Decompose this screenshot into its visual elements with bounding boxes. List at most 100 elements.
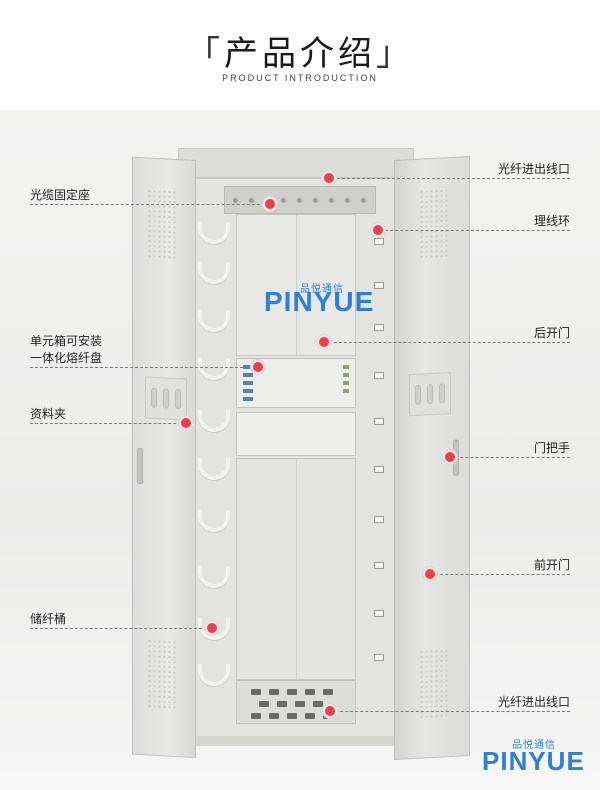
fiber-port xyxy=(243,381,253,385)
fiber-port xyxy=(343,389,349,393)
panel-slot xyxy=(163,388,169,409)
entry-cutout xyxy=(251,689,261,695)
entry-cutout xyxy=(287,713,297,719)
entry-cutout xyxy=(259,701,269,707)
cable-fixing-bracket xyxy=(224,186,376,214)
vent-grille xyxy=(147,188,177,261)
vent-grille xyxy=(419,188,449,260)
label-fiber-entry-bottom: 光纤进出线口 xyxy=(497,695,570,709)
marker-fiber-storage xyxy=(205,621,219,635)
fiber-port xyxy=(343,365,349,369)
marker-door-handle xyxy=(443,450,457,464)
marker-fiber-entry-top xyxy=(322,171,336,185)
storage-spool xyxy=(198,664,230,686)
label-door-handle: 门把手 xyxy=(533,441,570,455)
page-title: 「产品介绍」 xyxy=(0,26,600,75)
entry-cutout xyxy=(269,713,279,719)
label-data-clip: 资料夹 xyxy=(30,407,67,421)
panel-slot xyxy=(427,383,433,405)
storage-spool xyxy=(198,458,230,480)
cable-ring xyxy=(374,372,384,379)
fiber-port xyxy=(343,373,349,377)
guide-line xyxy=(30,367,258,368)
panel-slot xyxy=(439,383,445,404)
rear-door-panel xyxy=(236,214,356,356)
title-bracket-open: 「 xyxy=(186,34,224,74)
marker-rear-door xyxy=(317,335,331,349)
bottom-entry-plate xyxy=(236,680,356,724)
label-unit-box-line2: 一体化熔纤盘 xyxy=(30,351,103,365)
storage-spool xyxy=(198,310,230,332)
data-clip-panel xyxy=(409,372,451,417)
entry-cutout xyxy=(269,689,279,695)
cabinet-top xyxy=(178,148,414,178)
guide-line xyxy=(30,628,212,629)
guide-line xyxy=(30,204,270,205)
entry-cutout xyxy=(295,701,305,707)
title-bracket-close: 」 xyxy=(376,34,414,74)
guide-line xyxy=(324,342,570,343)
guide-line xyxy=(380,230,570,231)
guide-line xyxy=(330,711,570,712)
cable-ring xyxy=(374,466,384,473)
marker-fiber-entry-bottom xyxy=(323,704,337,718)
panel-slot xyxy=(151,387,157,408)
logo-wordmark: PINYUE xyxy=(264,286,375,317)
guide-line xyxy=(450,457,570,458)
fiber-port xyxy=(243,397,253,401)
storage-spool xyxy=(198,410,230,432)
entry-cutout xyxy=(305,713,315,719)
cable-ring xyxy=(374,238,384,245)
marker-data-clip xyxy=(179,416,193,430)
fiber-port xyxy=(243,389,253,393)
cable-ring xyxy=(374,516,384,523)
label-unit-box-line1: 单元箱可安装 xyxy=(30,334,103,348)
marker-cable-ring xyxy=(371,223,385,237)
bracket-hole xyxy=(329,198,334,203)
header: 「产品介绍」 PRODUCT INTRODUCTION xyxy=(0,0,600,110)
lower-compartment xyxy=(236,458,356,680)
cable-ring-column xyxy=(374,238,388,668)
bracket-hole xyxy=(297,198,302,203)
corner-brand-logo: PINYUE 品悦通信 xyxy=(482,736,584,778)
marker-unit-box xyxy=(251,360,265,374)
title-text: 产品介绍 xyxy=(224,34,376,74)
panel-slot xyxy=(415,384,421,405)
bracket-hole xyxy=(249,198,254,203)
label-cable-ring: 理线环 xyxy=(533,214,570,228)
label-front-door: 前开门 xyxy=(533,558,570,572)
vent-grille xyxy=(147,638,177,711)
left-door xyxy=(132,156,196,759)
label-fiber-storage: 储纤桶 xyxy=(30,612,67,626)
guide-line xyxy=(30,423,186,424)
storage-spool xyxy=(198,566,230,588)
storage-spool xyxy=(198,358,230,380)
marker-front-door xyxy=(423,567,437,581)
marker-cable-fixing xyxy=(263,197,277,211)
cable-ring xyxy=(374,418,384,425)
entry-cutout xyxy=(305,689,315,695)
entry-cutout xyxy=(277,701,287,707)
entry-cutout xyxy=(251,713,261,719)
left-door-handle xyxy=(137,447,143,485)
storage-spool xyxy=(198,262,230,284)
page-subtitle: PRODUCT INTRODUCTION xyxy=(222,73,378,83)
bracket-hole xyxy=(361,198,366,203)
cable-ring xyxy=(374,562,384,569)
label-fiber-entry-top: 光纤进出线口 xyxy=(497,162,570,176)
fiber-port xyxy=(343,381,349,385)
cabinet-base xyxy=(184,736,412,746)
cable-ring xyxy=(374,282,384,289)
bracket-hole xyxy=(345,198,350,203)
entry-cutout xyxy=(287,689,297,695)
cable-ring xyxy=(374,324,384,331)
guide-line xyxy=(430,574,570,575)
logo-chinese: 品悦通信 xyxy=(300,284,344,295)
right-door xyxy=(394,156,470,760)
storage-spool xyxy=(198,510,230,532)
entry-cutout xyxy=(323,689,333,695)
storage-spool xyxy=(198,618,230,640)
data-clip-panel xyxy=(145,376,187,421)
vent-grille xyxy=(419,648,449,720)
bracket-hole xyxy=(233,198,238,203)
